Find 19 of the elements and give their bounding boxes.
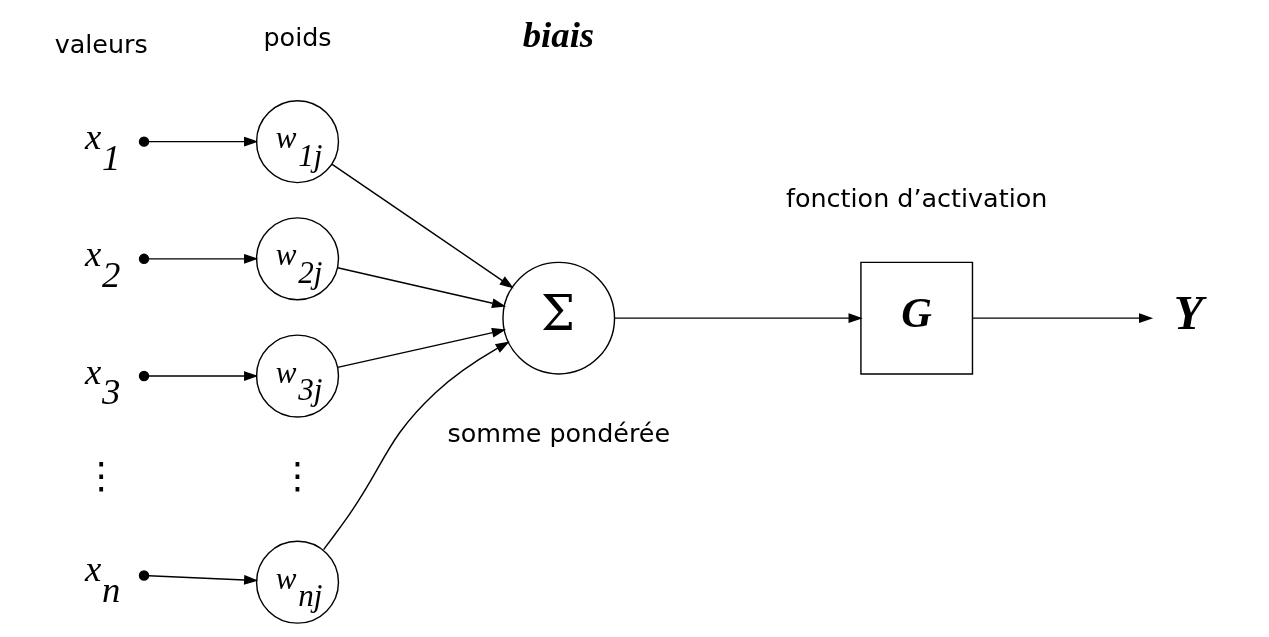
arrow bbox=[331, 163, 514, 289]
arrow bbox=[336, 327, 506, 369]
arrow bbox=[322, 341, 510, 551]
arrow bbox=[971, 313, 1153, 324]
label: biais bbox=[522, 14, 594, 56]
node-circle: Σ bbox=[501, 261, 615, 375]
label: valeurs bbox=[54, 29, 148, 60]
label: ⋮ bbox=[278, 454, 316, 498]
node-label: somme pondérée bbox=[446, 417, 670, 448]
arrow bbox=[138, 370, 258, 382]
label: poids bbox=[262, 22, 332, 53]
arrow bbox=[613, 313, 863, 324]
node-label: fonction d’activation bbox=[785, 183, 1047, 214]
arrow bbox=[138, 136, 258, 147]
arrow bbox=[336, 267, 506, 309]
arrow bbox=[138, 570, 258, 585]
node-box: G bbox=[859, 261, 973, 375]
arrow bbox=[138, 253, 258, 265]
label: ⋮ bbox=[82, 454, 120, 498]
